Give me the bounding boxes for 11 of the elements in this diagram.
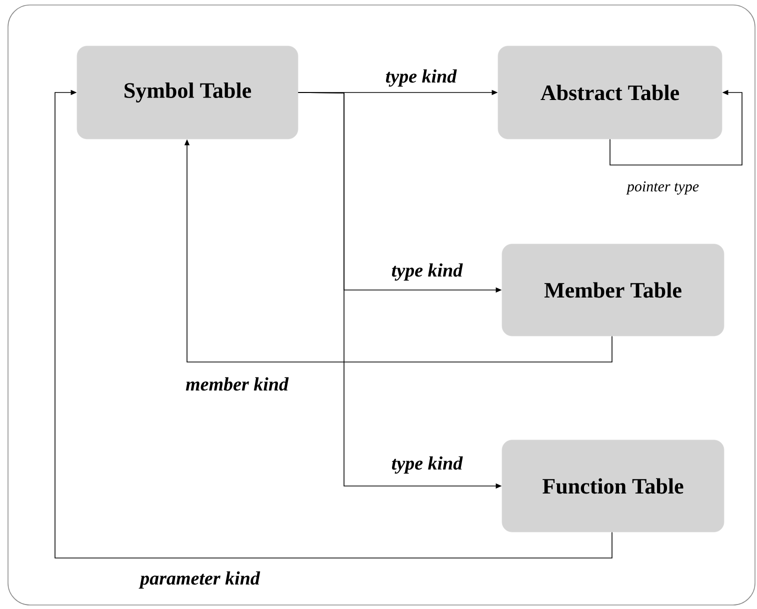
edge-label: member kind	[184, 376, 290, 392]
edge-label: parameter kind	[138, 570, 261, 590]
edge-label: pointer type	[626, 180, 700, 196]
edge-label: type kind	[384, 68, 458, 88]
arrow	[54, 90, 612, 558]
table-box: Symbol Table	[76, 46, 298, 140]
edge-label: type kind	[390, 262, 464, 282]
table-box: Function Table	[502, 440, 724, 532]
edge-label: type kind	[390, 455, 464, 475]
table-box: Member Table	[502, 244, 724, 336]
table-box: Abstract Table	[498, 46, 722, 140]
